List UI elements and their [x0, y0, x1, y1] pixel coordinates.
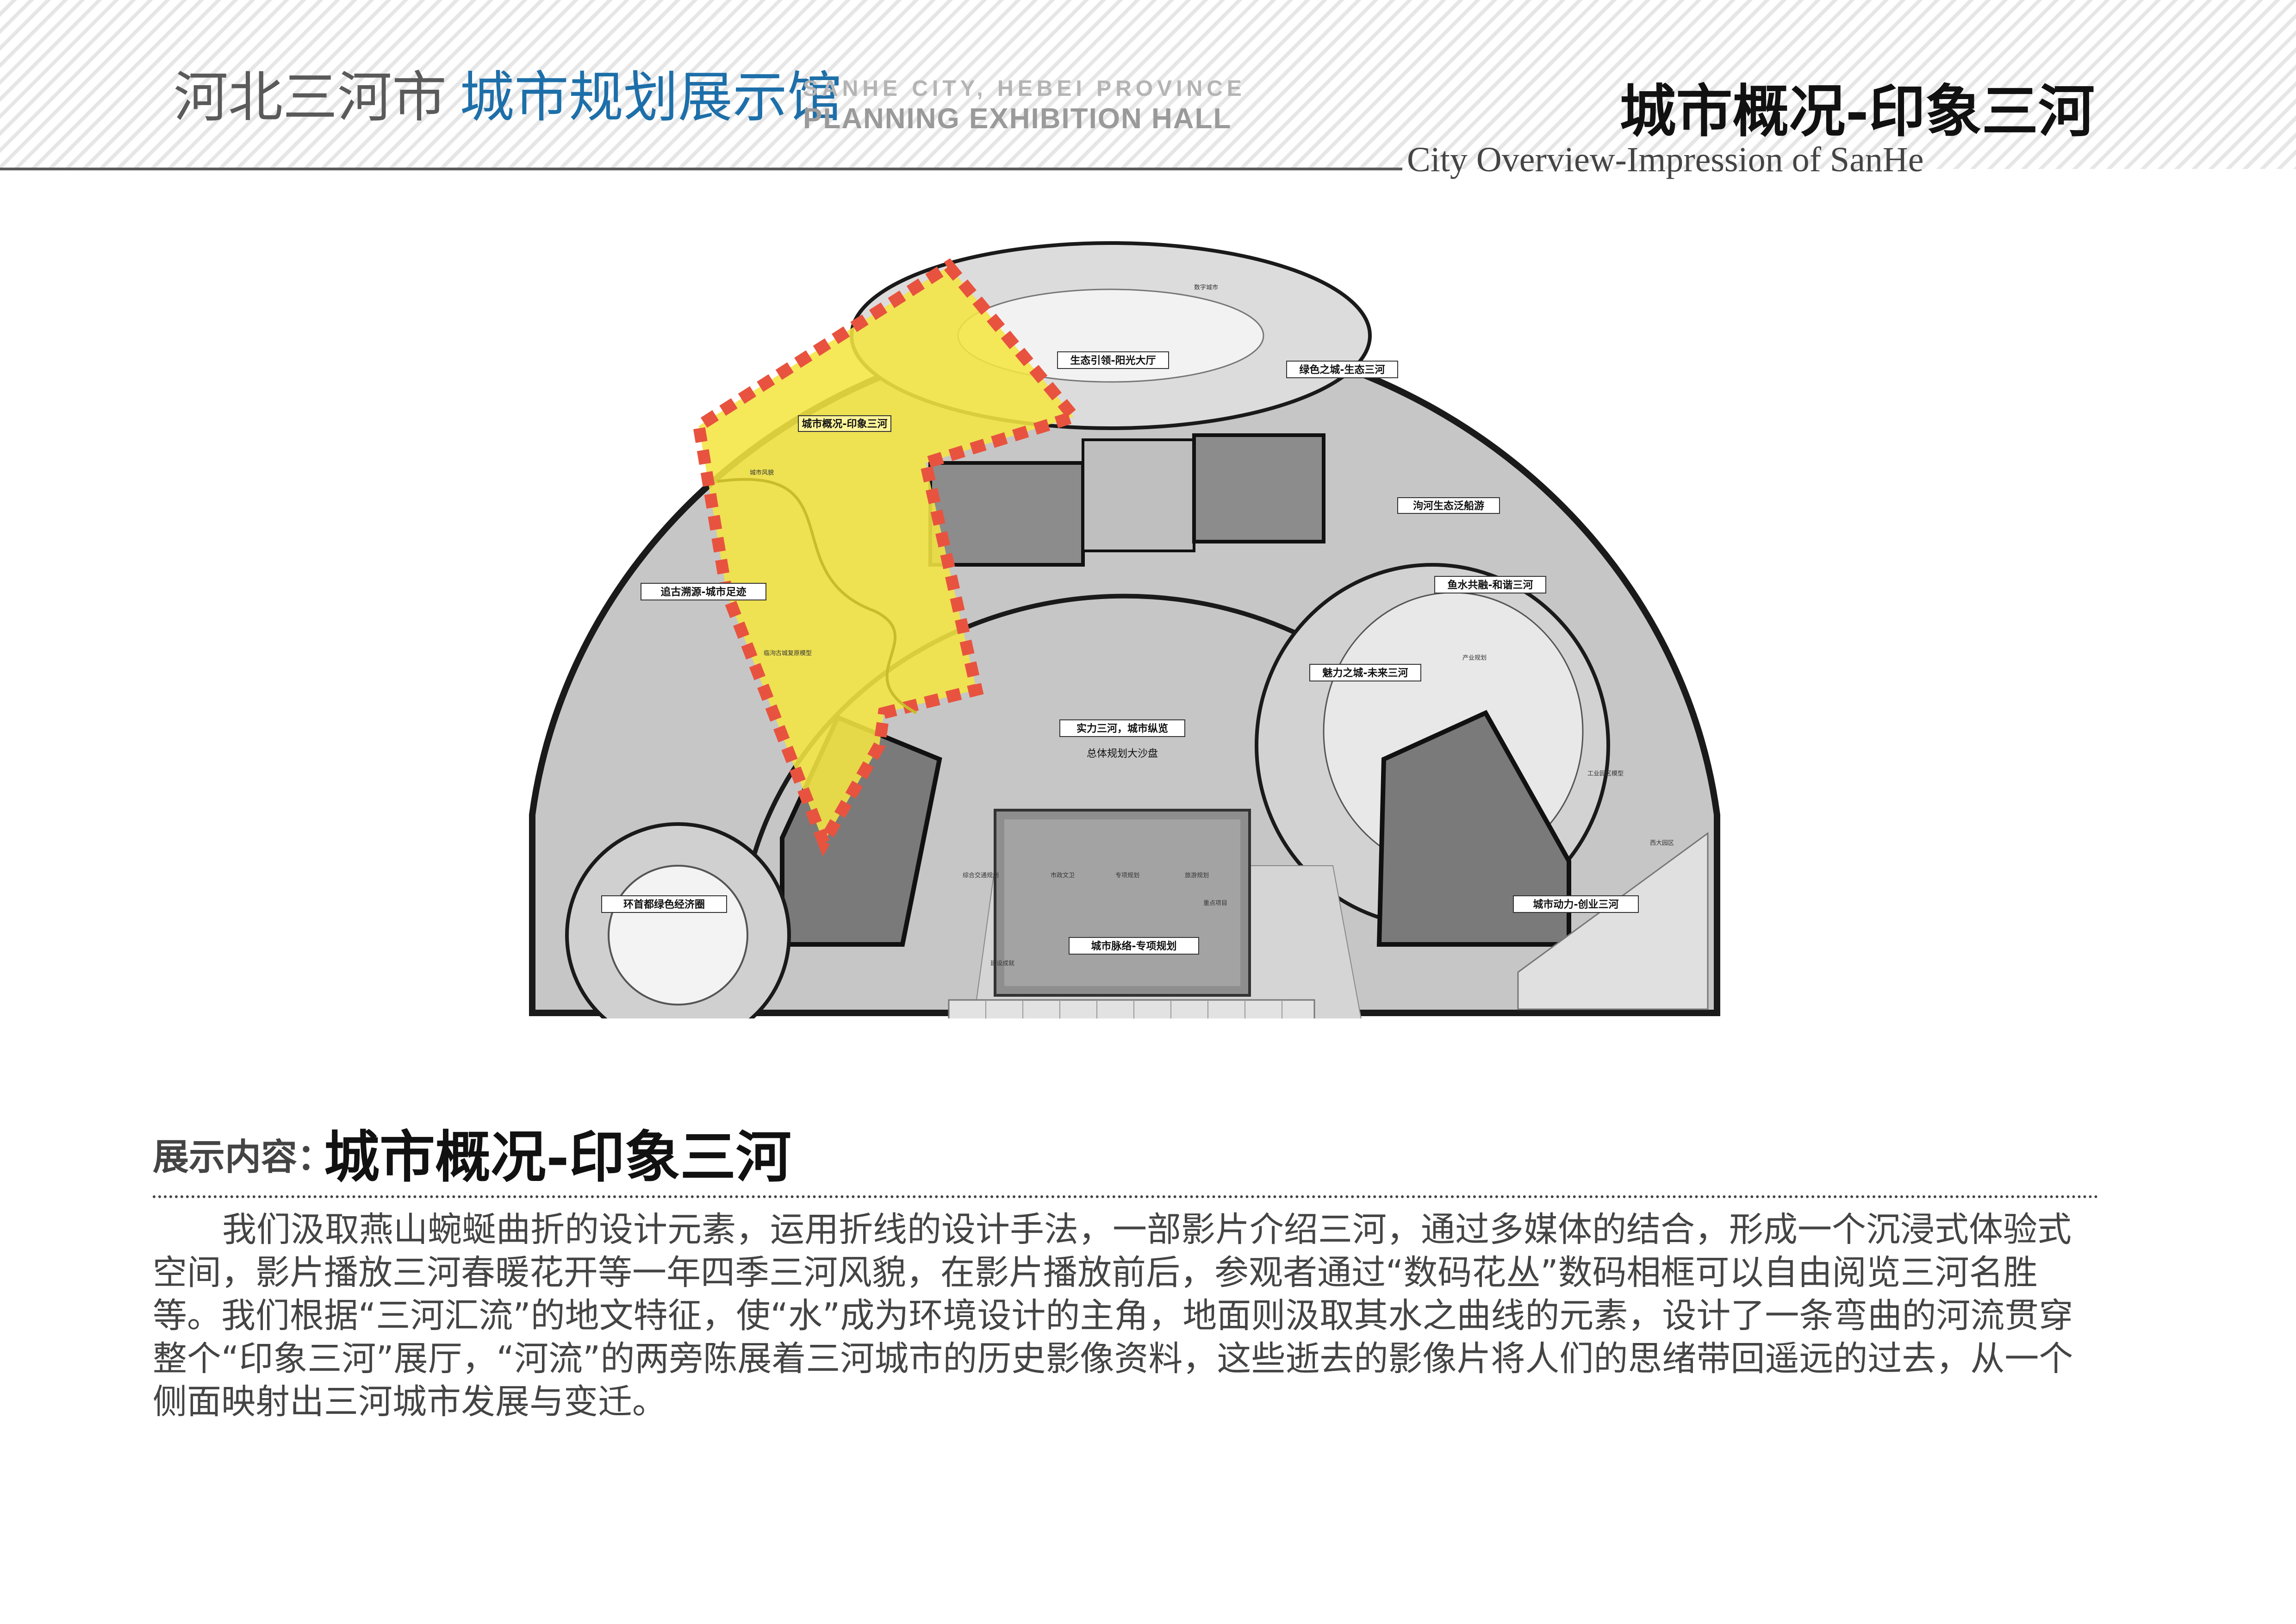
- label-green-city: 绿色之城-生态三河: [1299, 364, 1385, 376]
- label-green-economy: 环首都绿色经济圈: [623, 899, 705, 911]
- minor-special: 专项规划: [1115, 872, 1139, 879]
- minor-label-group: 城市风貌 临泃古城复原模型 综合交通规划 市政文卫 专项规划 旅游规划 重点项目…: [750, 284, 1674, 967]
- minor-industry-model: 工业园区模型: [1587, 770, 1624, 777]
- section-description: 我们汲取燕山蜿蜒曲折的设计元素，运用折线的设计手法，一部影片介绍三河，通过多媒体…: [153, 1210, 2073, 1422]
- right-wedge-gallery: [1517, 832, 1709, 1010]
- label-strength: 实力三河，城市纵览: [1076, 723, 1168, 735]
- planning-grid: [948, 999, 1315, 1018]
- label-sand-table: 总体规划大沙盘: [1087, 748, 1158, 760]
- top-mid-room: [1082, 438, 1195, 552]
- label-future: 魅力之城-未来三河: [1322, 667, 1408, 679]
- minor-ancient-model: 临泃古城复原模型: [764, 650, 812, 657]
- minor-trans-planning: 综合交通规划: [963, 872, 999, 879]
- minor-key-projects: 重点项目: [1203, 899, 1227, 907]
- top-right-room: [1192, 433, 1325, 543]
- sand-table-inner: [1004, 819, 1240, 986]
- header-hall-name: 城市规划展示馆: [460, 65, 842, 129]
- minor-municipal: 市政文卫: [1051, 872, 1075, 879]
- header-rule: [0, 168, 1402, 170]
- header-english-line1: SANHE CITY, HEBEI PROVINCE: [803, 76, 1246, 101]
- page-subtitle: City Overview-Impression of SanHe: [1407, 140, 1924, 179]
- impression-river-curve: [717, 478, 917, 714]
- label-harmony: 鱼水共融-和谐三河: [1447, 579, 1533, 591]
- header-city: 河北三河市: [174, 65, 447, 129]
- header-background: [0, 0, 2296, 169]
- header-english-line2: PLANNING EXHIBITION HALL: [803, 103, 1232, 135]
- label-entrepreneurship: 城市动力-创业三河: [1533, 899, 1618, 911]
- header-title: 河北三河市城市规划展示馆: [174, 65, 842, 130]
- label-river-cruise: 泃河生态泛船游: [1413, 500, 1484, 512]
- section-label: 展示内容：: [153, 1137, 334, 1178]
- minor-construction: 建设成就: [990, 960, 1014, 967]
- minor-industry: 产业规划: [1462, 655, 1487, 662]
- minor-digital-map: 数字城市: [1194, 284, 1218, 291]
- label-sunlight-hall: 生态引领-阳光大厅: [1070, 355, 1156, 367]
- header-english: SANHE CITY, HEBEI PROVINCE PLANNING EXHI…: [803, 75, 1246, 135]
- label-special-planning: 城市脉络-专项规划: [1091, 940, 1176, 952]
- section-divider: [153, 1195, 2099, 1198]
- impression-zone-highlight: [692, 258, 1084, 857]
- minor-west-park: 西大园区: [1650, 840, 1674, 847]
- green-economy-inner: [608, 865, 748, 1006]
- section-title: 城市概况-印象三河: [324, 1124, 791, 1190]
- label-impression: 城市概况-印象三河: [802, 418, 887, 430]
- page-title: 城市概况-印象三河: [1619, 78, 2095, 144]
- zone-label-group: 城市概况-印象三河 生态引领-阳光大厅 绿色之城-生态三河 泃河生态泛船游 鱼水…: [601, 351, 1639, 955]
- minor-city-landscape: 城市风貌: [750, 469, 774, 476]
- floor-plan: 城市概况-印象三河 生态引领-阳光大厅 绿色之城-生态三河 泃河生态泛船游 鱼水…: [529, 241, 1720, 1018]
- label-footprint: 追古溯源-城市足迹: [660, 586, 746, 598]
- minor-tourism: 旅游规划: [1185, 872, 1209, 879]
- top-left-room: [928, 461, 1085, 567]
